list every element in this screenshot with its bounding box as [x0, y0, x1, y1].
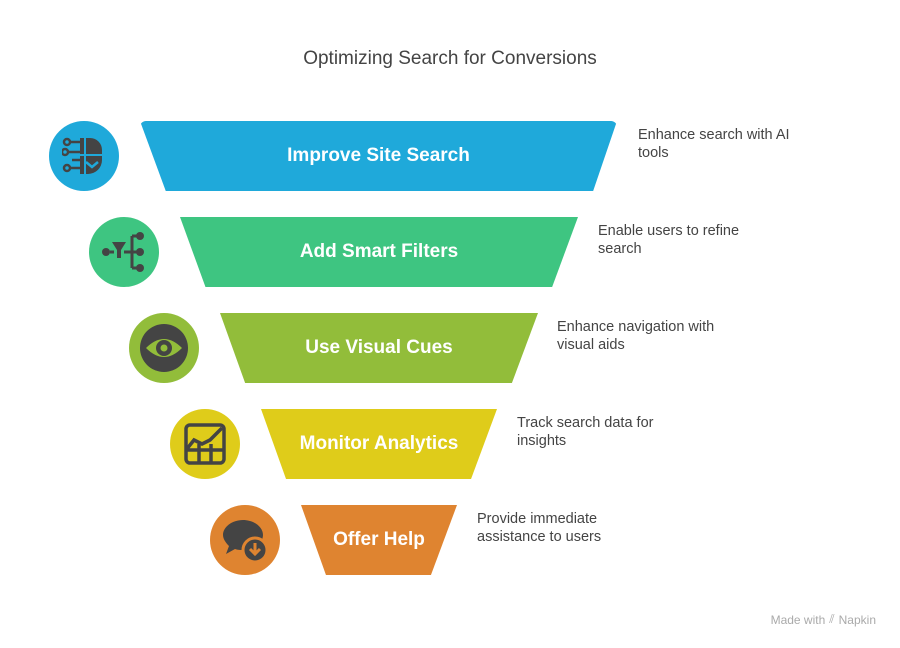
- chart-grid-icon: [170, 409, 240, 479]
- made-with-text: Made with: [770, 612, 826, 627]
- ai-brain-circuit-icon: [49, 121, 119, 191]
- napkin-logo-icon: ⫽: [829, 612, 835, 626]
- stage-band-offer-help: Offer Help: [301, 505, 457, 575]
- napkin-watermark: Made with ⫽ Napkin: [771, 612, 876, 627]
- stage-band-use-visual-cues: Use Visual Cues: [220, 313, 538, 383]
- diagram-title: Optimizing Search for Conversions: [303, 48, 597, 69]
- stage-band-add-smart-filters: Add Smart Filters: [180, 217, 578, 287]
- stage-description: Track search data for insights: [517, 415, 654, 449]
- funnel-branch-icon: [89, 217, 159, 287]
- eye-icon: [129, 313, 199, 383]
- stage-label: Add Smart Filters: [299, 241, 459, 262]
- stage-description: Enhance navigation with visual aids: [557, 319, 715, 353]
- stage-label: Offer Help: [333, 529, 425, 550]
- chat-download-icon: [210, 505, 280, 575]
- stage-description: Enable users to refine search: [598, 223, 740, 257]
- stage-label: Monitor Analytics: [299, 433, 459, 454]
- stage-label: Improve Site Search: [287, 145, 470, 166]
- stage-description: Enhance search with AI tools: [638, 127, 790, 161]
- stage-band-improve-site-search: Improve Site Search: [140, 121, 617, 191]
- stage-label: Use Visual Cues: [305, 337, 453, 358]
- stage-description: Provide immediate assistance to users: [477, 511, 602, 545]
- stage-band-monitor-analytics: Monitor Analytics: [261, 409, 497, 479]
- brand-text: Napkin: [838, 612, 876, 627]
